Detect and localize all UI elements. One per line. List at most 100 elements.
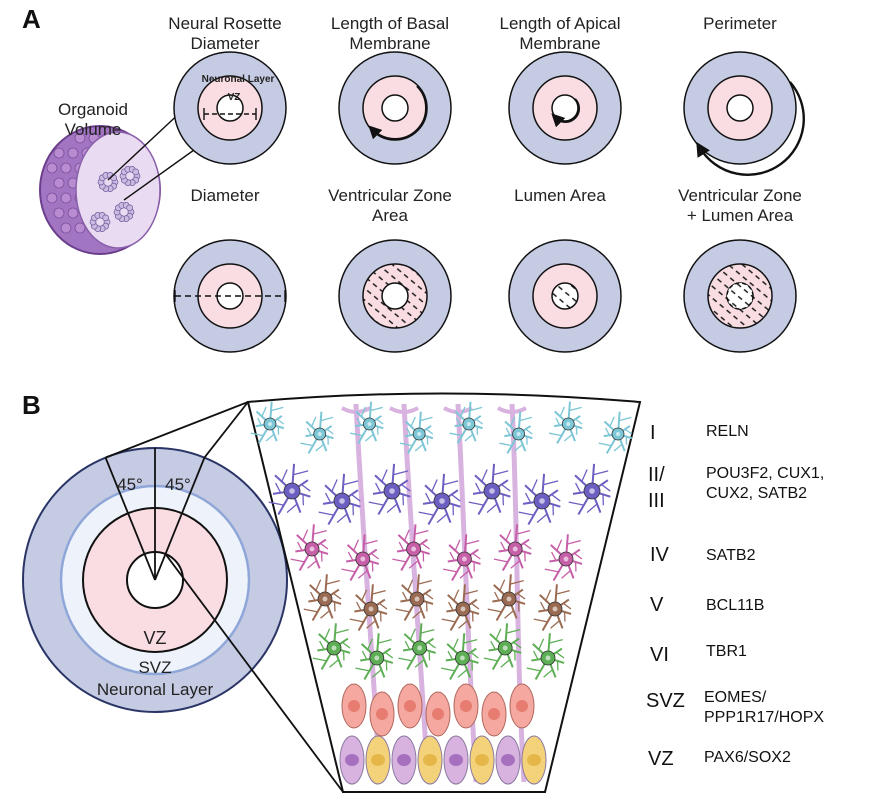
layer-vi-neuron (312, 623, 351, 670)
dendrite-branch (381, 469, 388, 482)
dendrite-branch (504, 610, 514, 619)
vz-nucleus (371, 754, 385, 766)
dendrite-branch (361, 589, 368, 601)
layer-markers-vz: PAX6/SOX2 (704, 749, 791, 766)
rosette-lumen-area (508, 239, 622, 353)
layer-ii-iii-neuron (568, 463, 611, 516)
measure-title-diameter: Diameter (190, 186, 260, 205)
dendrite-branch (443, 568, 458, 573)
organoid-cell (60, 222, 72, 234)
dendrite-branch (516, 592, 526, 600)
layer-iv-neuron (290, 524, 329, 571)
dendrite-branch (320, 416, 334, 422)
cortical-column (246, 392, 642, 793)
dendrite-branch (424, 592, 434, 600)
layer-ii-iii-neuron (518, 473, 561, 526)
dendrite-branch (453, 589, 460, 601)
dendrite-branch (371, 669, 382, 678)
dendrite-branch (350, 432, 363, 437)
dendrite-branch (538, 638, 545, 650)
dendrite-branch (475, 482, 482, 494)
dendrite-branch (351, 493, 361, 502)
dendrite-branch (569, 406, 582, 412)
dendrite-branch (451, 493, 461, 502)
panel-a-label: A (22, 4, 41, 34)
measure-title-lumen-area: Lumen Area (514, 186, 606, 205)
organoid-volume-label: Organoid Volume (58, 100, 128, 139)
dendrite-branch (465, 539, 480, 545)
dendrite-branch (306, 427, 312, 436)
dendrite-branch (332, 592, 342, 600)
dendrite-branch (540, 601, 546, 611)
dendrite-branch (293, 470, 309, 476)
dendrite-branch (310, 591, 316, 601)
dendrite-branch (468, 501, 484, 506)
dendrite-branch (559, 406, 566, 417)
dendrite-branch (270, 406, 284, 412)
dendrite-branch (500, 541, 506, 551)
dendrite-branch (408, 560, 419, 569)
dendrite-branch (518, 511, 534, 516)
dendrite-branch (460, 406, 466, 417)
dendrite-branch (618, 416, 632, 422)
organoid-cell (53, 177, 65, 189)
dendrite-branch (452, 638, 459, 650)
dendrite-branch (318, 511, 334, 516)
dendrite-branch (495, 628, 502, 640)
svz-nucleus (348, 700, 360, 712)
dendrite-branch (447, 650, 454, 660)
dendrite-branch (509, 416, 516, 427)
nucleus (414, 596, 420, 602)
layer-markers-i: RELN (706, 423, 749, 440)
nucleus (466, 421, 471, 427)
dendrite-branch (363, 539, 378, 545)
dendrite-branch (281, 469, 288, 482)
dendrite-branch (441, 618, 456, 623)
layer-roman-vi: VI (650, 644, 669, 666)
apical-arrow (551, 98, 580, 128)
dendrite-branch (472, 552, 481, 560)
dendrite-branch (300, 442, 314, 447)
dendrite-branch (463, 638, 478, 644)
dendrite-branch (301, 483, 311, 492)
organoid-cut-face (75, 131, 161, 249)
nucleus (552, 606, 558, 612)
dendrite-branch (336, 513, 348, 523)
dendrite-branch (509, 579, 524, 585)
measure-title-apical-membrane: Length of Apical Membrane (499, 14, 621, 53)
layer-i-neuron (598, 411, 633, 454)
dendrite-branch (454, 539, 461, 551)
angle-line (104, 457, 156, 581)
dendrite-branch (505, 427, 511, 436)
rosette-cell (126, 204, 134, 212)
dendrite-branch (490, 640, 496, 650)
neuronal-layer-inner-label: Neuronal Layer (201, 74, 275, 85)
dendrite-branch (457, 669, 468, 678)
nucleus (566, 421, 571, 427)
dendrite-branch (401, 483, 411, 492)
nucleus (339, 498, 345, 504)
dendrite-branch (376, 418, 384, 425)
layer-v-neuron (395, 574, 434, 621)
vz-inner-label: VZ (227, 92, 241, 103)
dendrite-branch (436, 513, 448, 523)
radial-glia-fiber (401, 403, 431, 783)
dendrite-branch (386, 503, 398, 513)
dendrite-branch (464, 433, 474, 442)
layer-roman-ii-iii: II/ III (648, 464, 665, 512)
dendrite-branch (331, 479, 338, 492)
dendrite-branch (525, 428, 533, 435)
rosette-lumen-dashed (726, 282, 754, 310)
dendrite-branch (581, 469, 588, 482)
dendrite-branch (398, 541, 405, 551)
dendrite-branch (315, 443, 325, 452)
layer-markers-iv: SATB2 (706, 547, 756, 564)
rosette-vz-area (338, 239, 452, 353)
rosette-lumen (726, 94, 754, 122)
dendrite-branch (526, 667, 541, 672)
dendrite-branch (493, 558, 508, 563)
organoid-rosette (97, 171, 119, 193)
layer-vi-neuron (398, 623, 436, 670)
angle-line (154, 457, 206, 581)
dendrite-branch (501, 483, 511, 492)
